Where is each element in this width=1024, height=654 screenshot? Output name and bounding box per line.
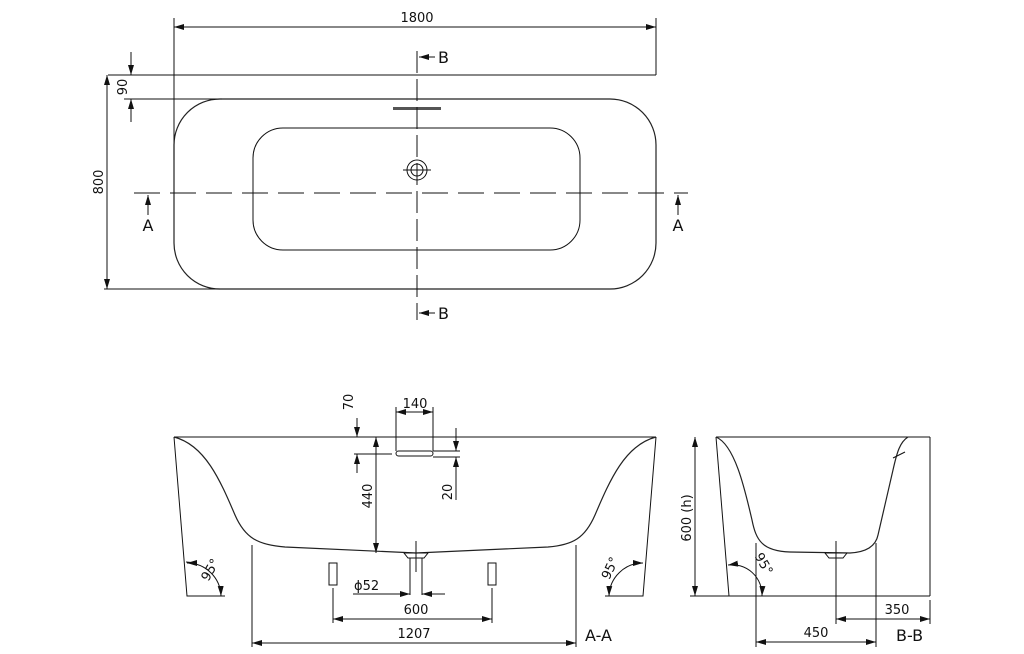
base-length-label: 1207	[397, 627, 430, 642]
tub-profile	[173, 436, 657, 554]
width-label: 800	[92, 170, 107, 195]
angle-arc-bb	[727, 560, 766, 597]
section-aa-title: A-A	[585, 626, 612, 645]
section-a-right-label: A	[673, 216, 684, 235]
overflow-thickness-label: 20	[441, 484, 456, 501]
angle-bb-label: 95°	[751, 551, 776, 578]
drain-offset-label: 350	[885, 603, 910, 618]
feet-spacing-label: 600	[404, 603, 429, 618]
section-bb-title: B-B	[896, 626, 923, 645]
tub-profile-bb	[715, 436, 909, 554]
drain-diameter-label: ϕ52	[354, 579, 379, 594]
drain-outlet	[402, 552, 430, 559]
angle-left-label: 95°	[199, 557, 224, 584]
length-label: 1800	[400, 11, 433, 26]
section-b-b: 600 (h) 95° 350 450 B-B	[680, 436, 931, 647]
rim-offset-label: 90	[116, 79, 131, 96]
section-a-a: 440 70 140 20 ϕ52 600 1207 95°	[173, 394, 657, 647]
drain-outlet-bb	[823, 552, 849, 559]
drain-pipe	[409, 558, 423, 595]
base-width-label: 450	[804, 626, 829, 641]
section-b-bottom-label: B	[438, 304, 449, 323]
section-b-top-label: B	[438, 48, 449, 67]
depth-label: 440	[361, 484, 376, 509]
angle-right-label: 95°	[599, 555, 622, 582]
angle-arc-left	[186, 560, 224, 597]
section-a-left-label: A	[143, 216, 154, 235]
overflow-slot-section	[395, 450, 434, 457]
overflow-height-label: 70	[342, 394, 357, 411]
foot-left	[328, 562, 338, 586]
height-label: 600 (h)	[680, 494, 695, 541]
foot-right	[487, 562, 497, 586]
top-view: 1800 90 800 A A B B	[92, 11, 688, 323]
tub-outer-rim	[173, 98, 657, 290]
angle-arc-right	[606, 560, 644, 597]
overflow-width-label: 140	[403, 397, 428, 412]
